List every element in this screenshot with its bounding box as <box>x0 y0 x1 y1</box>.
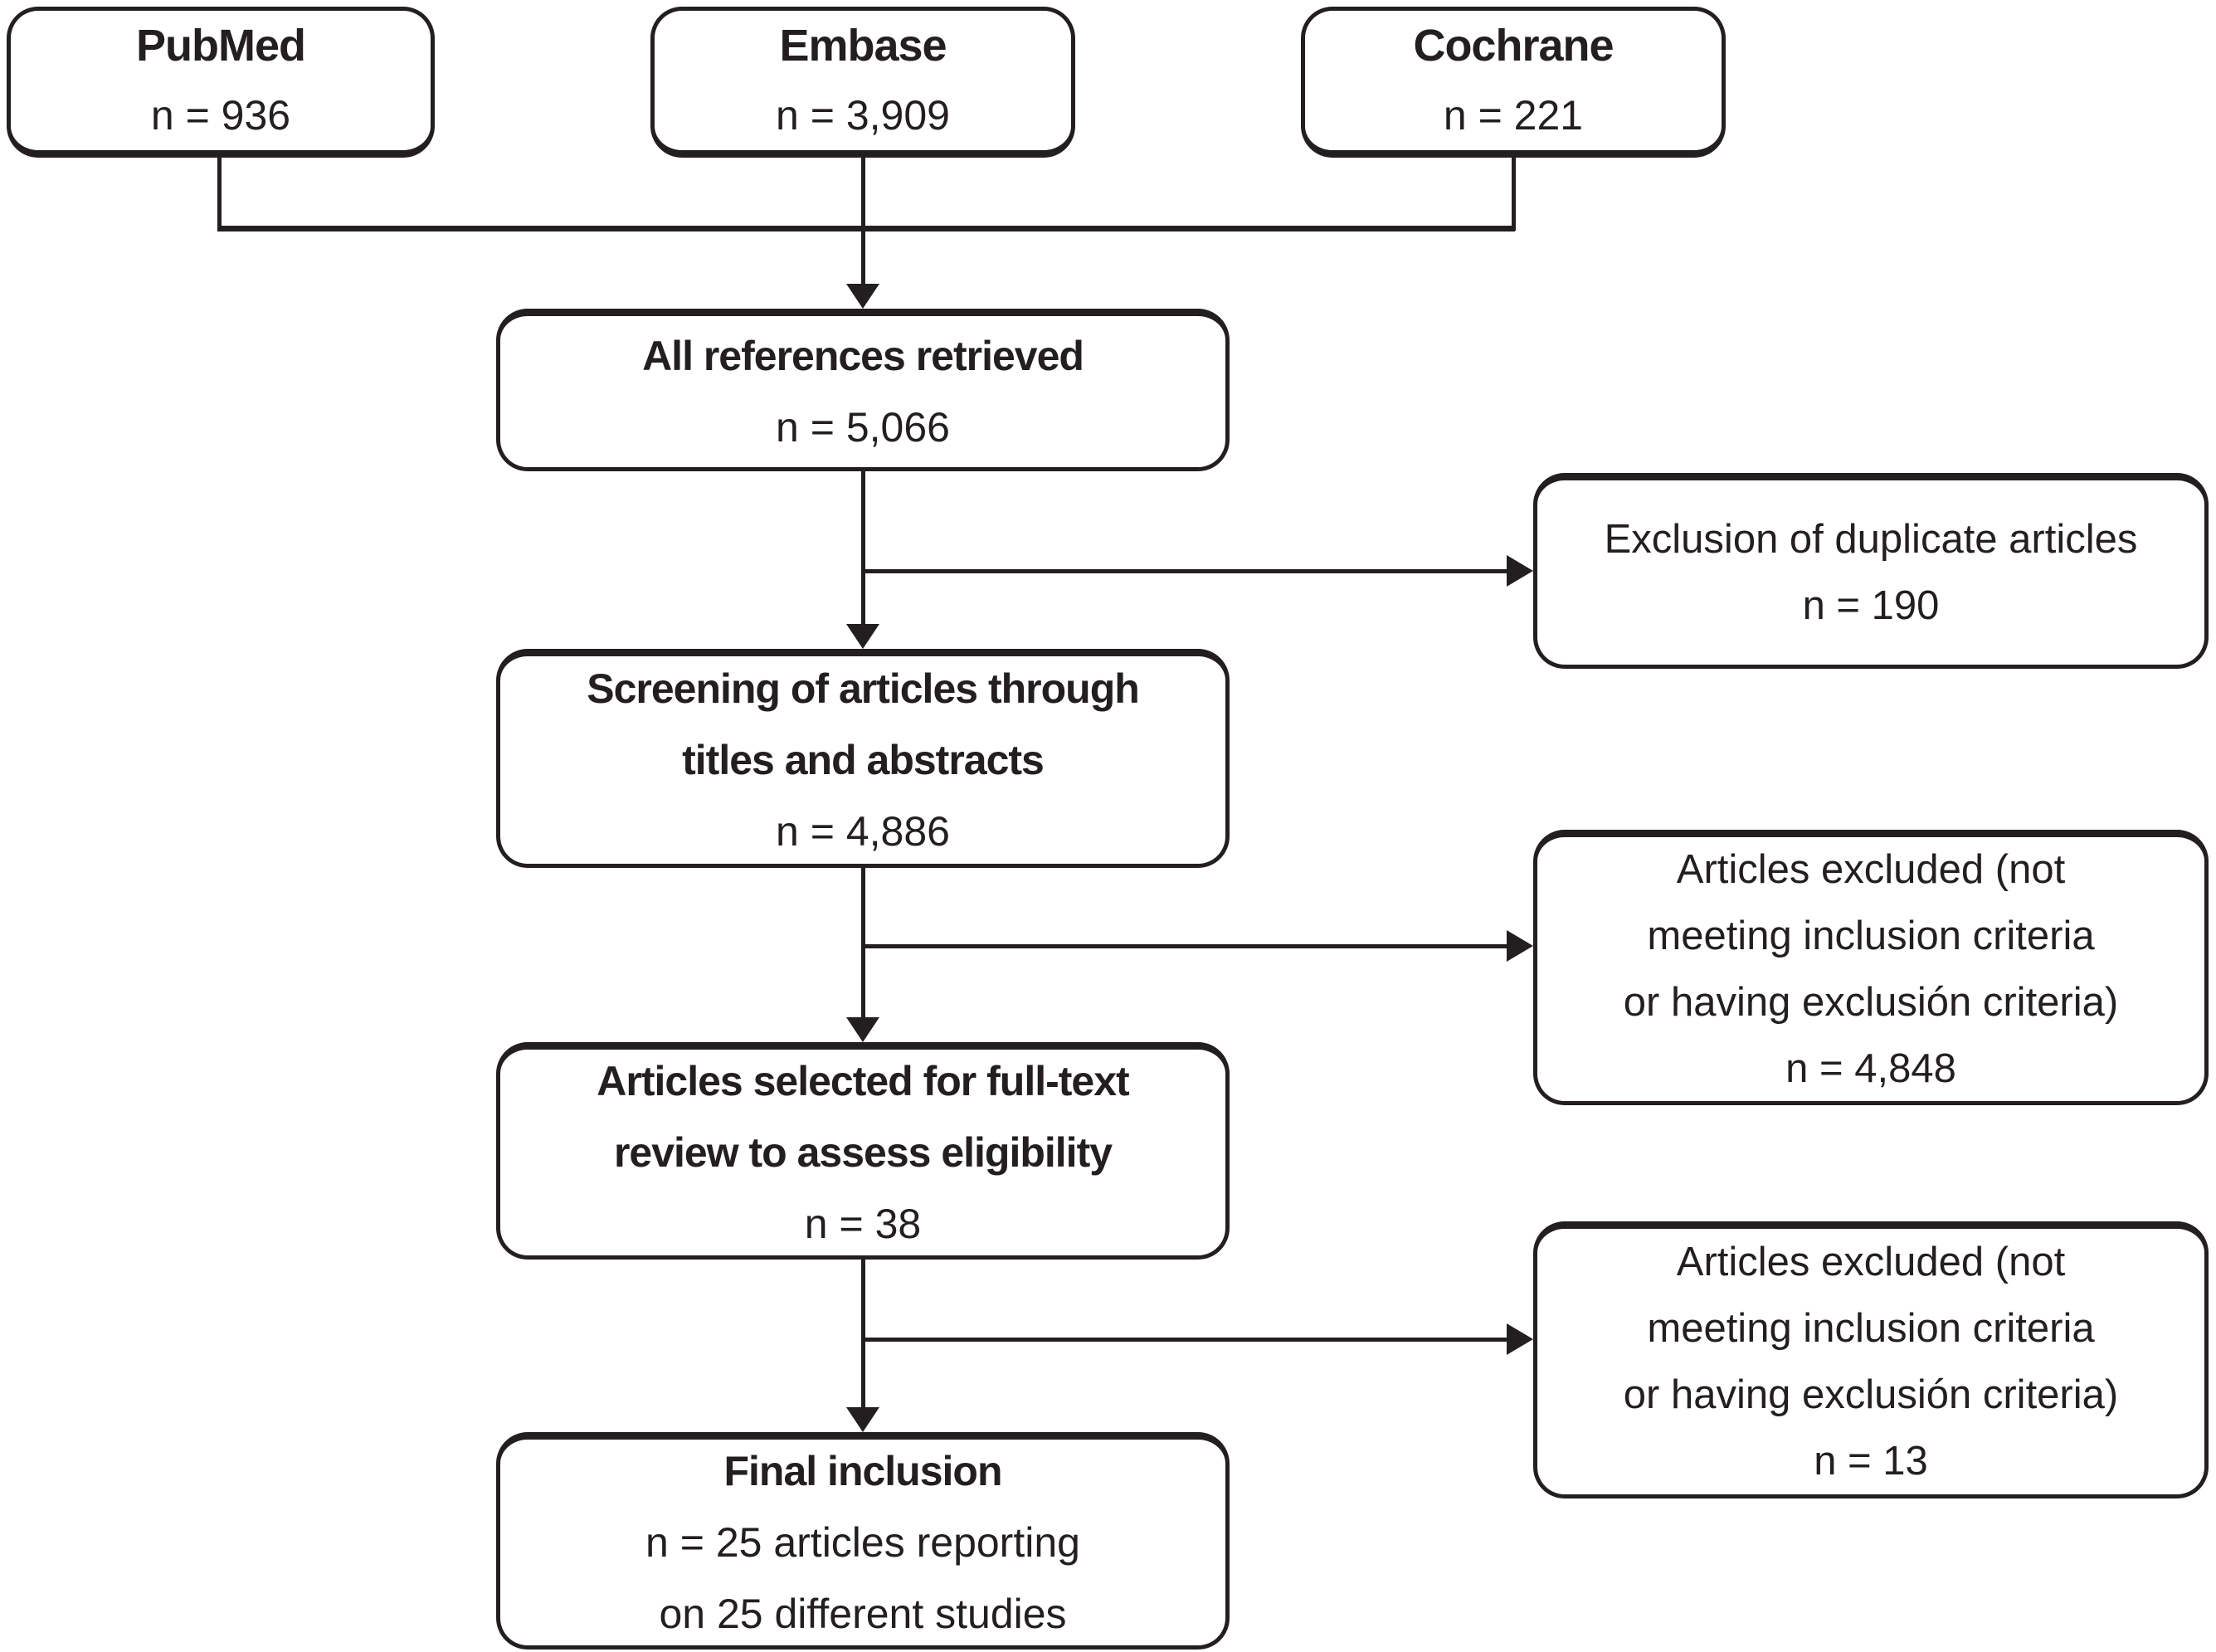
connector-sources-merge-line <box>217 226 1515 231</box>
box-detail-line: on 25 different studies <box>659 1591 1067 1637</box>
arrowhead-into-excluded-screening <box>1507 930 1533 962</box>
flow-box-fulltext-review: Articles selected for full-text review t… <box>496 1042 1230 1260</box>
connector-screening-to-fulltext <box>861 868 865 1019</box>
box-title-line: Screening of articles through <box>587 665 1140 712</box>
exclusion-line: or having exclusión criteria) <box>1623 980 2119 1025</box>
exclusion-box-screening-excluded: Articles excluded (not meeting inclusion… <box>1533 830 2209 1105</box>
arrowhead-into-retrieved <box>846 284 879 309</box>
connector-embase-to-retrieved <box>861 158 865 285</box>
box-title-line: review to assess eligibility <box>613 1129 1113 1176</box>
connector-cochrane-stub <box>1512 158 1516 231</box>
connector-branch-to-excluded-fulltext <box>863 1338 1507 1342</box>
box-detail-line: n = 25 articles reporting <box>645 1519 1080 1566</box>
source-count: n = 936 <box>150 92 291 139</box>
flow-box-screening: Screening of articles through titles and… <box>496 649 1230 868</box>
box-title-line: titles and abstracts <box>682 737 1045 783</box>
arrowhead-into-excluded-fulltext <box>1507 1323 1533 1355</box>
box-count: n = 5,066 <box>776 404 950 451</box>
box-count: n = 38 <box>804 1201 922 1247</box>
connector-pubmed-stub <box>217 158 222 231</box>
source-label: PubMed <box>136 21 306 71</box>
flow-box-final-inclusion: Final inclusion n = 25 articles reportin… <box>496 1432 1230 1650</box>
exclusion-line: Articles excluded (not <box>1676 847 2066 892</box>
exclusion-line: Exclusion of duplicate articles <box>1604 517 2138 562</box>
exclusion-box-fulltext-excluded: Articles excluded (not meeting inclusion… <box>1533 1221 2209 1498</box>
arrowhead-into-final <box>846 1407 879 1432</box>
source-count: n = 3,909 <box>776 92 950 139</box>
box-title-line: Final inclusion <box>723 1448 1002 1494</box>
exclusion-line: meeting inclusion criteria <box>1647 914 2095 958</box>
source-box-pubmed: PubMed n = 936 <box>7 7 435 158</box>
connector-retrieved-to-screening <box>861 471 865 626</box>
source-box-cochrane: Cochrane n = 221 <box>1301 7 1726 158</box>
source-box-embase: Embase n = 3,909 <box>650 7 1075 158</box>
arrowhead-into-fulltext <box>846 1017 879 1042</box>
exclusion-line: meeting inclusion criteria <box>1647 1306 2095 1351</box>
exclusion-count: n = 13 <box>1814 1439 1928 1484</box>
flow-box-all-references-retrieved: All references retrieved n = 5,066 <box>496 309 1230 471</box>
exclusion-line: or having exclusión criteria) <box>1623 1372 2119 1417</box>
exclusion-box-duplicates: Exclusion of duplicate articles n = 190 <box>1533 473 2209 669</box>
arrowhead-into-screening <box>846 624 879 649</box>
arrowhead-into-duplicates <box>1507 555 1533 587</box>
connector-fulltext-to-final <box>861 1260 865 1409</box>
box-count: n = 4,886 <box>776 808 950 855</box>
source-label: Cochrane <box>1413 21 1614 71</box>
exclusion-count: n = 4,848 <box>1785 1046 1956 1091</box>
connector-branch-to-excluded-screening <box>863 944 1507 948</box>
exclusion-count: n = 190 <box>1802 583 1940 628</box>
connector-branch-to-duplicates <box>863 569 1507 573</box>
box-title-line: Articles selected for full-text <box>597 1058 1129 1104</box>
exclusion-line: Articles excluded (not <box>1676 1240 2066 1284</box>
source-label: Embase <box>779 21 947 71</box>
source-count: n = 221 <box>1443 92 1584 139</box>
box-title-line: All references retrieved <box>642 333 1084 379</box>
